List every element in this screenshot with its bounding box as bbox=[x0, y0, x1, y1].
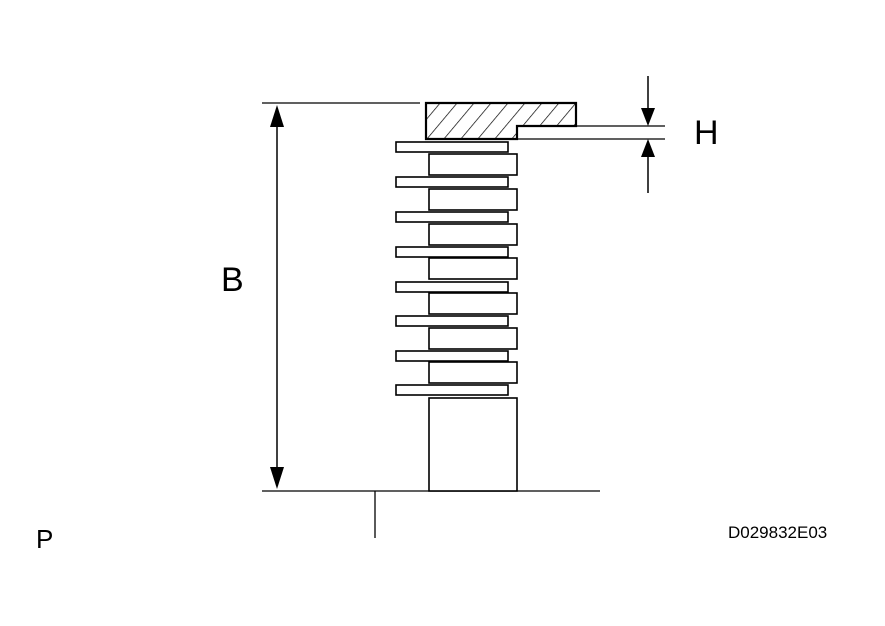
steel-plate bbox=[395, 384, 509, 396]
steel-plate bbox=[395, 281, 509, 293]
friction-disc bbox=[428, 188, 518, 211]
friction-disc bbox=[428, 223, 518, 246]
figure-code: D029832E03 bbox=[728, 523, 828, 542]
dimension-h-label: H bbox=[694, 114, 719, 152]
base-surface bbox=[262, 490, 600, 538]
dimension-b-label: B bbox=[221, 261, 244, 299]
steel-plate bbox=[395, 211, 509, 223]
steel-plate bbox=[395, 141, 509, 153]
friction-disc bbox=[428, 361, 518, 384]
b-dimension-line bbox=[262, 102, 420, 489]
friction-disc bbox=[428, 327, 518, 350]
view-label: P bbox=[36, 524, 54, 554]
friction-disc bbox=[428, 153, 518, 176]
hatched-fixture bbox=[424, 101, 578, 141]
clutch-plate-stack bbox=[395, 141, 518, 396]
friction-disc bbox=[428, 292, 518, 315]
support-block bbox=[428, 397, 518, 492]
h-dimension-arrows bbox=[641, 76, 655, 193]
steel-plate bbox=[395, 315, 509, 327]
h-extension-lines bbox=[517, 125, 665, 140]
steel-plate bbox=[395, 350, 509, 362]
friction-disc bbox=[428, 257, 518, 280]
steel-plate bbox=[395, 176, 509, 188]
steel-plate bbox=[395, 246, 509, 258]
